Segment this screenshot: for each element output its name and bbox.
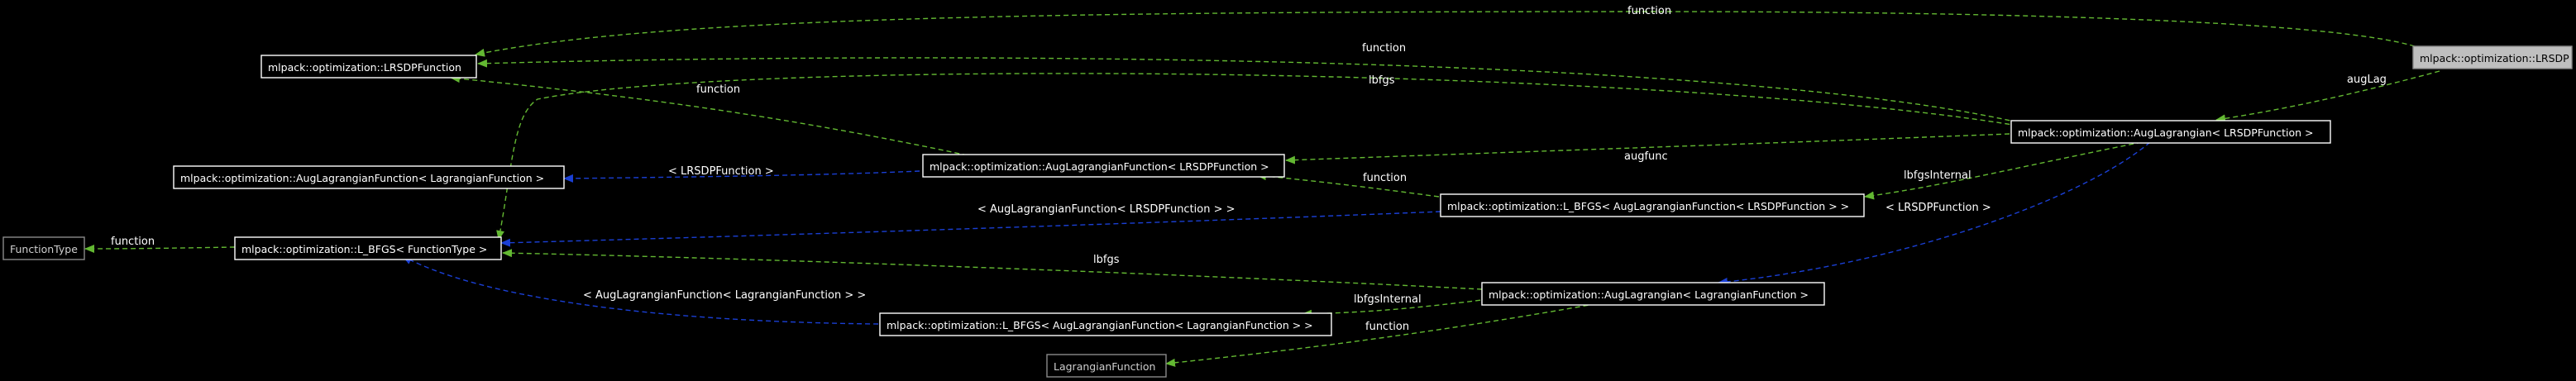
edge-lrsdp-to-auglagrangian-lrsdp-auglag (2215, 70, 2440, 123)
node-label: mlpack::optimization::L_BFGS< AugLagrang… (887, 319, 1313, 331)
edge-auglagrangian-lrsdp-to-auglagrangianfunction-lrsdp-augfunc (1285, 133, 2010, 164)
node-label: mlpack::optimization::L_BFGS< AugLagrang… (1447, 200, 1849, 212)
node-auglagrangianfunction-lrsdpfunction[interactable]: mlpack::optimization::AugLagrangianFunct… (922, 154, 1285, 178)
node-lrsdp[interactable]: mlpack::optimization::LRSDP (2412, 45, 2573, 69)
edge-label-lbfgs-lower: lbfgs (1093, 254, 1120, 266)
edge-label-auglrsdp-tpl: < AugLagrangianFunction< LRSDPFunction >… (977, 203, 1235, 216)
edge-label-lbfgsinternal-top: lbfgsInternal (1904, 169, 1971, 182)
edge-label-auglag: augLag (2347, 74, 2387, 86)
edge-auglagrangianfunction-lrsdp-inherits (563, 170, 920, 183)
edge-auglagrangian-lrsdp-to-lbfgs-auglrsdp-lbfgsinternal (1864, 141, 2143, 200)
edge-auglagrangian-lagrangian-to-lagrangianfunction-function (1165, 300, 1613, 367)
edge-label-augfunc: augfunc (1624, 150, 1668, 163)
node-lbfgs-auglagrangianfunction-lagrangianfunction[interactable]: mlpack::optimization::L_BFGS< AugLagrang… (879, 312, 1332, 336)
edge-lbfgs-auglrsdp-to-auglagrangianfunction-lrsdp-function (1256, 172, 1440, 198)
node-label: mlpack::optimization::AugLagrangianFunct… (930, 160, 1269, 173)
edge-label-function-top: function (1627, 5, 1671, 17)
node-label: mlpack::optimization::L_BFGS< FunctionTy… (241, 243, 487, 255)
edge-auglagrangian-lrsdp-to-lrsdpfunction-function (477, 57, 2019, 123)
edge-lbfgs-auglrsdp-inherits (500, 211, 1441, 247)
edge-label-function-mid: function (1362, 42, 1406, 55)
node-lagrangianfunction[interactable]: LagrangianFunction (1046, 354, 1167, 378)
node-label: mlpack::optimization::AugLagrangianFunct… (180, 172, 544, 184)
node-lbfgs-auglagrangianfunction-lrsdpfunction[interactable]: mlpack::optimization::L_BFGS< AugLagrang… (1440, 193, 1865, 217)
edge-lbfgs-functiontype-to-functiontype-function (84, 244, 236, 253)
edge-label-lrsdpfunction-tpl: < LRSDPFunction > (668, 165, 774, 178)
edge-auglagrangian-lrsdp-inherits (1718, 141, 2151, 286)
edge-auglagrangian-lagrangian-to-lbfgs-functiontype-lbfgs (502, 249, 1483, 290)
edge-label-function-center: function (1363, 172, 1407, 184)
edge-auglagrangian-lrsdp-to-lbfgs-functiontype-lbfgs (496, 73, 2019, 241)
node-auglagrangian-lagrangianfunction[interactable]: mlpack::optimization::AugLagrangian< Lag… (1481, 282, 1825, 306)
node-label: mlpack::optimization::AugLagrangian< Lag… (1489, 288, 1809, 301)
node-label: mlpack::optimization::LRSDPFunction (268, 61, 461, 74)
node-auglagrangianfunction-lagrangianfunction[interactable]: mlpack::optimization::AugLagrangianFunct… (173, 165, 565, 189)
node-lrsdpfunction[interactable]: mlpack::optimization::LRSDPFunction (260, 55, 477, 79)
node-functiontype[interactable]: FunctionType (2, 236, 85, 260)
edge-label-lrsdpfunction-tpl-right: < LRSDPFunction > (1885, 202, 1991, 214)
node-auglagrangian-lrsdpfunction[interactable]: mlpack::optimization::AugLagrangian< LRS… (2010, 120, 2331, 144)
edge-label-functiontype-function: function (111, 236, 155, 248)
edge-lrsdp-to-lrsdpfunction-function (475, 11, 2416, 57)
edge-label-lbfgsinternal-bottom: lbfgsInternal (1354, 293, 1422, 306)
edge-auglagrangianfunction-lrsdp-to-lrsdpfunction-function (450, 74, 968, 156)
node-label: mlpack::optimization::AugLagrangian< LRS… (2018, 126, 2313, 139)
node-label: mlpack::optimization::LRSDP (2420, 52, 2569, 64)
edge-label-lbfgs-top: lbfgs (1369, 74, 1395, 87)
node-lbfgs-functiontype[interactable]: mlpack::optimization::L_BFGS< FunctionTy… (234, 236, 502, 260)
edge-label-auglagrangian-tpl: < AugLagrangianFunction< LagrangianFunct… (583, 289, 866, 302)
node-label: LagrangianFunction (1054, 360, 1155, 373)
edge-label-function-bottom: function (1365, 321, 1409, 333)
node-label: FunctionType (10, 243, 78, 255)
edge-label-function-left: function (696, 83, 740, 96)
edge-lbfgs-auglagrangian-inherits (402, 255, 879, 325)
